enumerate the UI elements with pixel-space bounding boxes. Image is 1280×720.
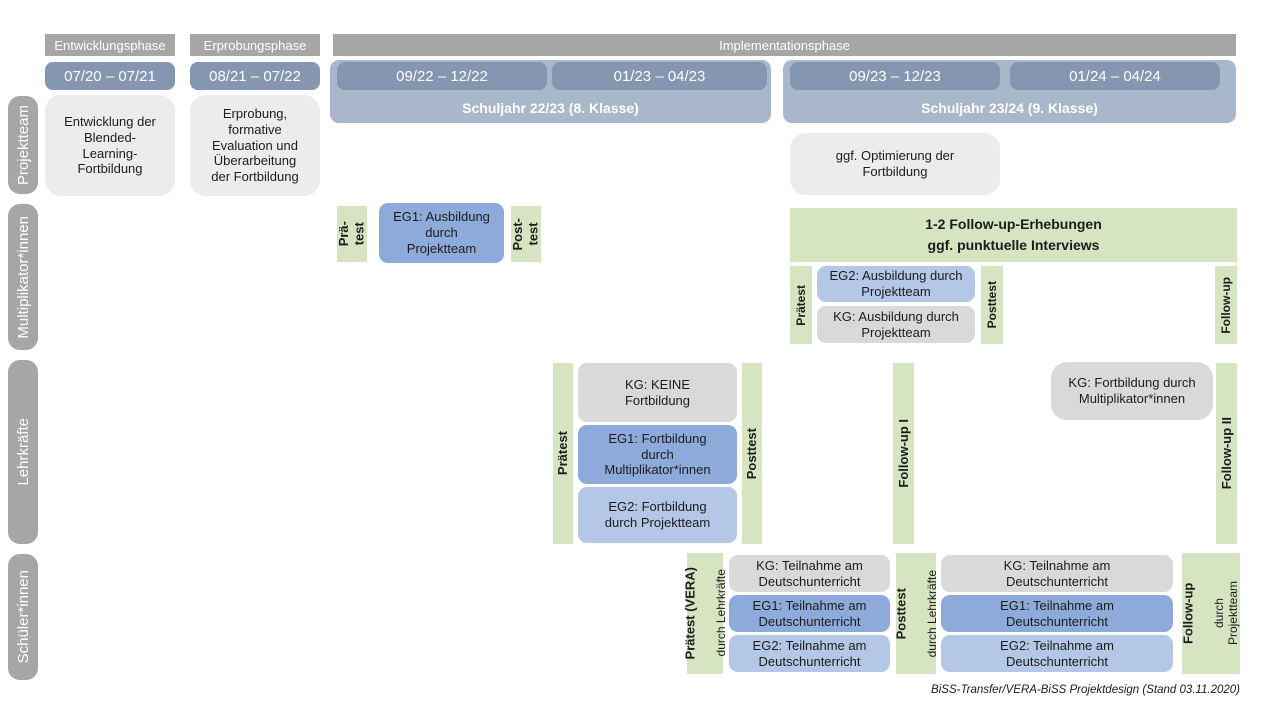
box-eg1-teilnahme-2: EG1: Teilnahme am Deutschunterricht [941, 595, 1173, 632]
bar-praetest-vera-schueler: Prätest (VERA) durch Lehrkräfte [682, 553, 727, 674]
row-label-lehrkraefte: Lehrkräfte [8, 360, 38, 544]
box-eg2-fortbildung-projektteam: EG2: Fortbildung durch Projektteam [578, 487, 737, 543]
row-label-multiplikatoren: Multiplikator*innen [8, 204, 38, 350]
bar-followup1-lehrkraefte: Follow-up I [893, 363, 914, 544]
box-kg-fortbildung-multiplikatoren: KG: Fortbildung durch Multiplikator*inne… [1051, 362, 1213, 420]
bar-posttest-multiplikatoren-1: Post- test [510, 206, 541, 262]
schoolyear-label-23-24: Schuljahr 23/24 (9. Klasse) [921, 100, 1098, 116]
row-label-projektteam: Projektteam [8, 96, 38, 194]
period-01-23: 01/23 – 04/23 [552, 62, 767, 90]
period-01-24: 01/24 – 04/24 [1010, 62, 1220, 90]
footer-caption: BiSS-Transfer/VERA-BiSS Projektdesign (S… [931, 684, 1240, 696]
period-08-21: 08/21 – 07/22 [190, 62, 320, 90]
banner-followup-erhebungen: 1-2 Follow-up-Erhebungen ggf. punktuelle… [790, 208, 1237, 262]
box-optimierung-fortbildung: ggf. Optimierung der Fortbildung [790, 133, 1000, 195]
bar-posttest-lehrkraefte: Posttest [742, 363, 762, 544]
box-kg-teilnahme-2: KG: Teilnahme am Deutschunterricht [941, 555, 1173, 592]
box-eg2-teilnahme-2: EG2: Teilnahme am Deutschunterricht [941, 635, 1173, 672]
bar-praetest-multiplikatoren-2: Prätest [790, 266, 812, 344]
bar-praetest-multiplikatoren-1: Prä- test [336, 206, 367, 262]
bar-followup2-lehrkraefte: Follow-up II [1216, 363, 1237, 544]
row-label-schueler: Schüler*innen [8, 554, 38, 680]
schoolyear-label-22-23: Schuljahr 22/23 (8. Klasse) [462, 100, 639, 116]
box-eg1-fortbildung-multiplikatoren: EG1: Fortbildung durch Multiplikator*inn… [578, 425, 737, 484]
phase-header-erprobung: Erprobungsphase [190, 34, 320, 56]
period-09-22: 09/22 – 12/22 [337, 62, 547, 90]
bar-posttest-multiplikatoren-2: Posttest [981, 266, 1003, 344]
box-kg-teilnahme-1: KG: Teilnahme am Deutschunterricht [729, 555, 890, 592]
bar-followup-schueler: Follow-up durch Projektteam [1181, 553, 1241, 674]
period-09-23: 09/23 – 12/23 [790, 62, 1000, 90]
period-07-20: 07/20 – 07/21 [45, 62, 175, 90]
box-erprobung-evaluation: Erprobung, formative Evaluation und Über… [190, 95, 320, 196]
bar-praetest-lehrkraefte: Prätest [553, 363, 573, 544]
box-kg-keine-fortbildung: KG: KEINE Fortbildung [578, 363, 737, 422]
phase-header-implementation: Implementationsphase [333, 34, 1236, 56]
box-eg2-ausbildung-projektteam: EG2: Ausbildung durch Projektteam [817, 266, 975, 302]
box-eg1-ausbildung-projektteam: EG1: Ausbildung durch Projektteam [379, 203, 504, 263]
box-eg2-teilnahme-1: EG2: Teilnahme am Deutschunterricht [729, 635, 890, 672]
phase-header-entwicklung: Entwicklungsphase [45, 34, 175, 56]
box-entwicklung-fortbildung: Entwicklung der Blended- Learning- Fortb… [45, 95, 175, 196]
box-eg1-teilnahme-1: EG1: Teilnahme am Deutschunterricht [729, 595, 890, 632]
bar-followup-multiplikatoren: Follow-up [1215, 266, 1237, 344]
bar-posttest-schueler: Posttest durch Lehrkräfte [893, 553, 938, 674]
box-kg-ausbildung-projektteam: KG: Ausbildung durch Projektteam [817, 306, 975, 343]
